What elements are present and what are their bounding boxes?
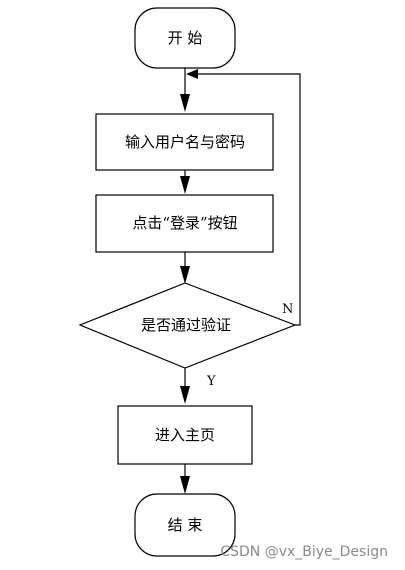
end-label: 结 束	[168, 516, 203, 534]
validation-decision-label: 是否通过验证	[141, 316, 231, 334]
enter-home-label: 进入主页	[155, 426, 215, 444]
arrowhead-click	[180, 176, 190, 194]
arrowhead-loop	[186, 69, 198, 79]
arrowhead-home	[180, 386, 190, 404]
arrowhead-decision	[180, 266, 190, 284]
input-credentials-label: 输入用户名与密码	[125, 133, 245, 151]
arrowhead-end	[180, 476, 190, 494]
arrowhead-input	[180, 94, 190, 112]
input-credentials-node	[95, 113, 274, 171]
loop-back-connector	[190, 73, 301, 326]
end-node	[134, 493, 236, 557]
click-login-label: 点击“登录”按钮	[132, 214, 237, 232]
yes-branch-label: Y	[206, 374, 216, 389]
start-label: 开 始	[168, 29, 203, 47]
watermark-text: CSDN @vx_Biye_Design	[220, 544, 388, 560]
no-branch-label: N	[282, 302, 293, 317]
